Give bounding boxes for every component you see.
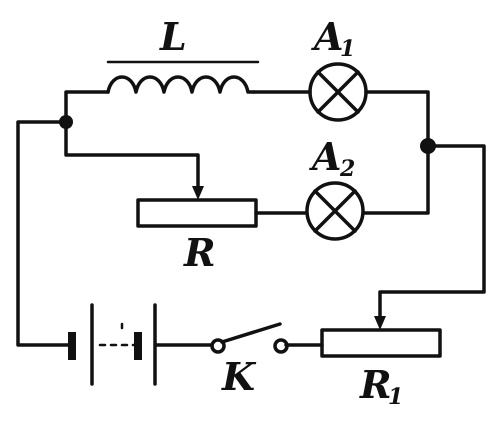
lamp2-cross-b	[313, 189, 357, 233]
battery	[68, 303, 157, 386]
wire-lamp1-to-right-junction	[364, 90, 430, 148]
lamp2-bulb	[305, 181, 365, 241]
inductor-coil	[106, 75, 256, 94]
rheostat1-label-sub: 1	[388, 384, 403, 410]
wire-left-junction-to-slider	[64, 120, 200, 188]
wire-right-junction-to-r1-slider	[378, 144, 486, 318]
rheostat1-body	[320, 328, 442, 358]
wire-top-left	[64, 90, 110, 124]
switch-K: K	[210, 322, 289, 399]
inductor-L: L	[106, 14, 260, 94]
lamp2-label: A	[309, 134, 341, 179]
lamp1-cross-b	[316, 70, 360, 114]
switch-label: K	[221, 354, 257, 399]
junction-dot-right	[420, 138, 436, 154]
rheostat-slider-arrow	[192, 186, 204, 200]
rheostat-label: R	[183, 230, 216, 275]
rheostat1-label: R	[359, 362, 392, 407]
lamp1-bulb	[308, 62, 368, 122]
junction-dot-left	[59, 115, 73, 129]
switch-terminal-left	[210, 338, 226, 354]
lamp2-label-sub: 2	[339, 156, 355, 182]
lamp1-label: A	[311, 14, 343, 59]
wire-lamp2-to-right-junction	[362, 144, 430, 215]
inductor-label: L	[159, 14, 187, 59]
switch-lever	[220, 322, 282, 344]
lamp-A1: A 1	[308, 14, 368, 122]
switch-terminal-right	[273, 338, 289, 354]
wires	[16, 90, 486, 347]
battery-cell2-short-plate	[134, 332, 142, 360]
battery-cell1-short-plate	[68, 332, 76, 360]
rheostat-R: R	[136, 186, 258, 275]
rheostat-body	[136, 198, 258, 228]
rheostat1-slider-arrow	[374, 316, 386, 330]
lamp-A2: A 2	[305, 134, 365, 241]
rheostat-R1: R 1	[320, 316, 442, 410]
wire-left-vertical	[16, 120, 70, 347]
lamp1-label-sub: 1	[340, 36, 355, 62]
